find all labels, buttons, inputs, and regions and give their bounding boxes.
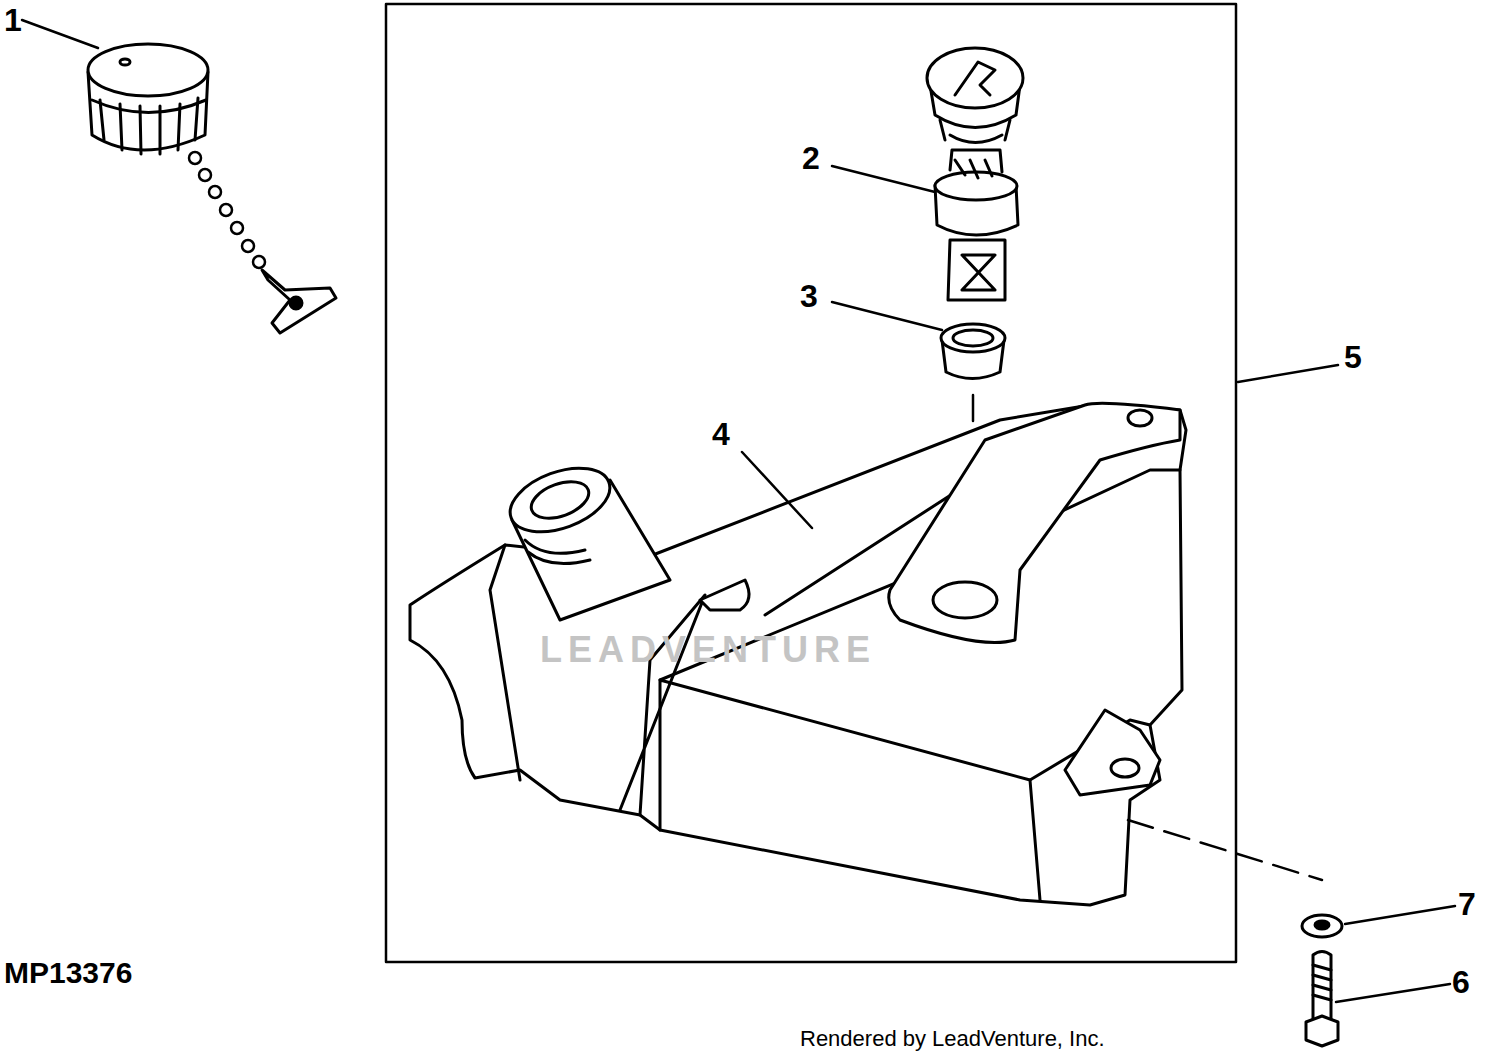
grommet <box>941 324 1005 379</box>
leader-lines <box>22 20 1455 1002</box>
oil-tank <box>410 403 1186 905</box>
callout-number: 2 <box>802 142 820 174</box>
group-frame <box>386 4 1236 962</box>
watermark: LEADVENTURE <box>540 632 876 668</box>
bolt <box>1306 952 1338 1047</box>
callout-number: 4 <box>712 418 730 450</box>
fill-cap <box>88 44 336 333</box>
callout-number: 5 <box>1344 341 1362 373</box>
figure-code: MP13376 <box>4 958 132 988</box>
callout-number: 6 <box>1452 966 1470 998</box>
callout-number: 3 <box>800 280 818 312</box>
dipstick <box>927 48 1023 300</box>
washer <box>1302 915 1342 937</box>
credit-note: Rendered by LeadVenture, Inc. <box>800 1028 1105 1050</box>
callout-number: 7 <box>1458 888 1476 920</box>
callout-number: 1 <box>4 4 22 36</box>
